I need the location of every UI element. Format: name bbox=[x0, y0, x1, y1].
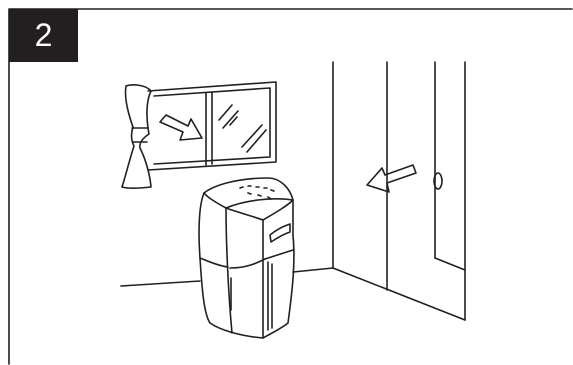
arrow-icon bbox=[160, 115, 416, 192]
curtain bbox=[122, 85, 151, 188]
step-number-badge: 2 bbox=[9, 9, 78, 62]
floor-line-back bbox=[293, 268, 333, 272]
floor-line-left bbox=[121, 281, 200, 286]
window-arrow bbox=[160, 115, 202, 140]
door bbox=[387, 62, 465, 320]
panel-frame bbox=[9, 9, 572, 364]
door-arrow bbox=[367, 165, 416, 192]
floor-line-right bbox=[333, 268, 465, 320]
dehumidifier bbox=[199, 178, 294, 338]
window-with-curtain bbox=[122, 82, 276, 188]
